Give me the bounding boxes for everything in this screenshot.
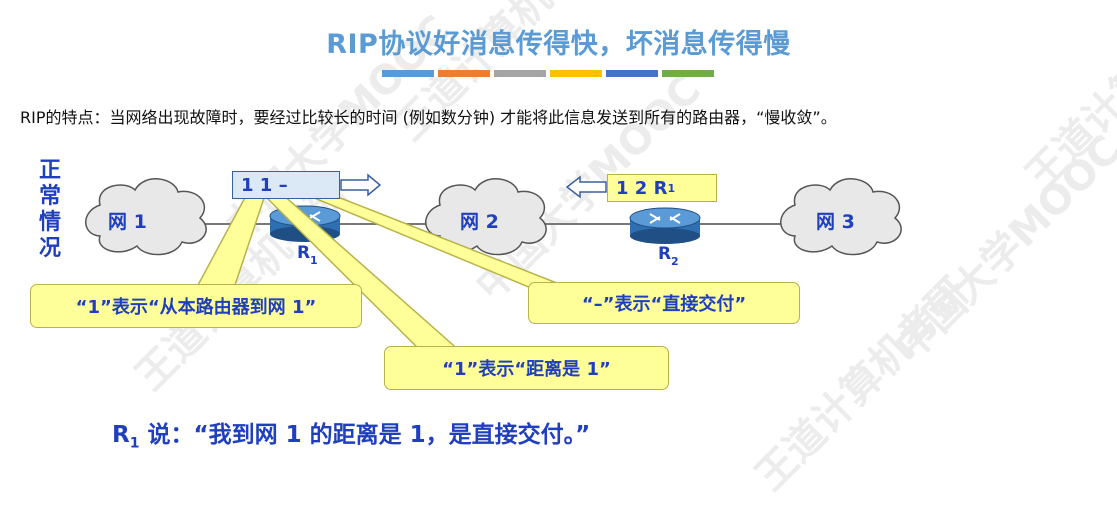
router-r1-subscript: 1 [310,254,318,267]
rip-feature-note: RIP的特点：当网络出现故障时，要经过比较长的时间 (例如数分钟) 才能将此信息… [20,108,837,127]
speaker-label: R [112,422,130,448]
router-r1-label: R [297,243,310,263]
cloud-net2-label: 网 2 [460,211,499,233]
color-bar [550,70,602,77]
route-entry-r1: 1 1 – [241,174,288,196]
cloud-net1-label: 网 1 [108,211,147,233]
color-bar [438,70,490,77]
callout-distance: “1”表示“距离是 1” [384,346,669,390]
r1-statement: R1 说：“我到网 1 的距离是 1，是直接交付。” [112,415,590,452]
router-r2-subscript: 2 [671,255,679,268]
router-arrows-icon [649,213,681,224]
router-r2-label: R [658,244,671,264]
speaker-subscript: 1 [129,435,140,452]
route-entry-r2: 1 2 R [616,177,668,199]
callout-from-router: “1”表示“从本路由器到网 1” [30,284,362,328]
normal-case-label: 正常情况 [38,158,61,261]
route-entry-r2-subscript: 1 [667,181,676,195]
statement-text: 说：“我到网 1 的距离是 1，是直接交付。” [139,422,591,448]
left-arrow-icon [565,175,607,199]
cloud-net1: 网 1 [85,178,207,256]
cloud-net3-label: 网 3 [816,211,855,233]
color-bar [662,70,714,77]
route-table-r1: 1 1 – [232,171,340,199]
color-bar [382,70,434,77]
callout-direct-delivery: “–”表示“直接交付” [528,282,800,324]
page-title: RIP协议好消息传得快，坏消息传得慢 [326,29,791,60]
router-r2: R 2 [629,207,701,268]
color-bar [606,70,658,77]
cloud-net3: 网 3 [780,178,902,256]
color-bar [494,70,546,77]
right-arrow-icon [340,173,382,197]
